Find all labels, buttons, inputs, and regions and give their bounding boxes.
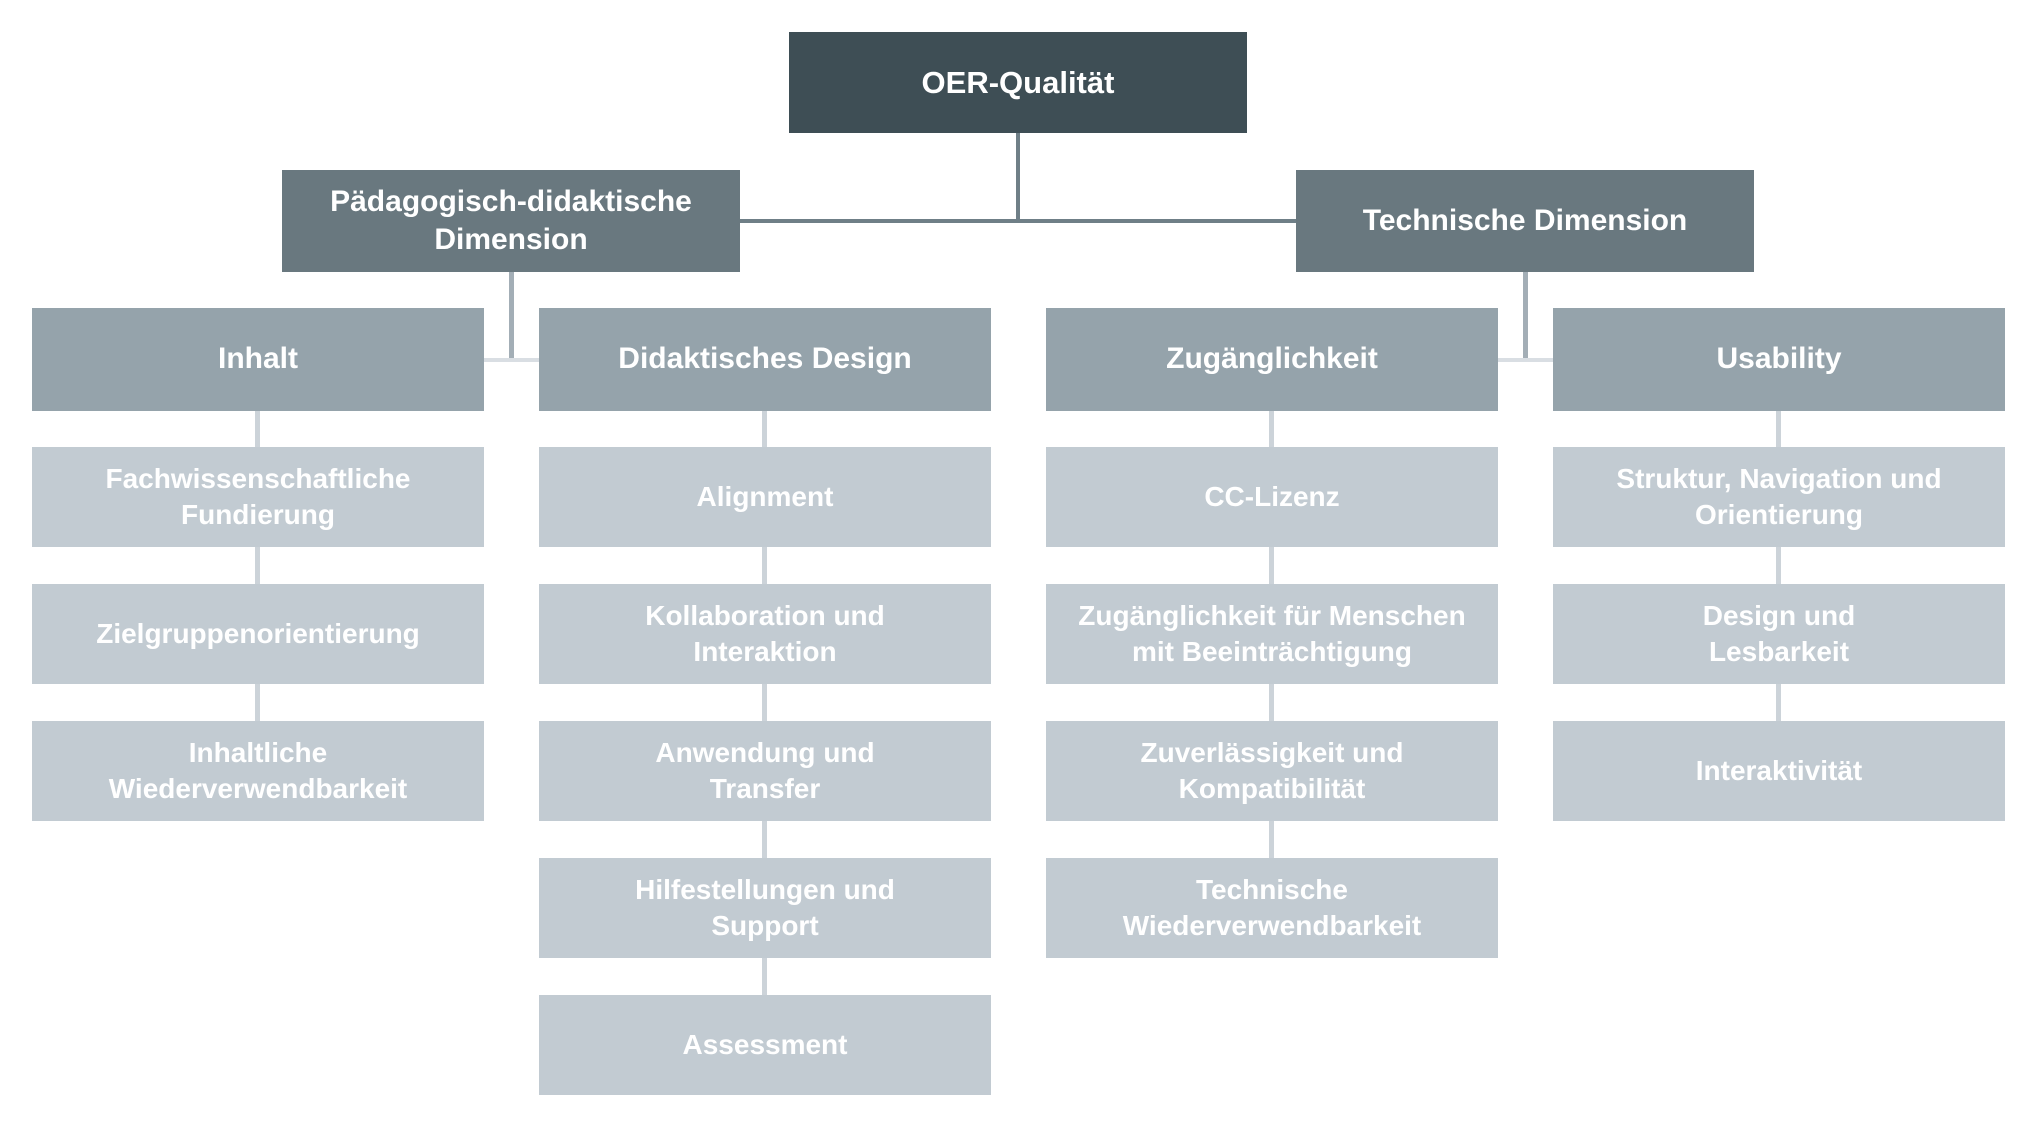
node-kollaboration-und-interaktion: Kollaboration und Interaktion [539, 584, 991, 684]
node-cc-lizenz: CC-Lizenz [1046, 447, 1498, 547]
connector-col1-vertical [255, 411, 260, 447]
node-fachwissenschaftliche-fundierung: Fachwissenschaftliche Fundierung [32, 447, 484, 547]
node-zugaenglichkeit: Zugänglichkeit [1046, 308, 1498, 411]
node-oer-qualitaet: OER-Qualität [789, 32, 1247, 133]
node-anwendung-und-transfer: Anwendung und Transfer [539, 721, 991, 821]
connector-col3-vertical [1269, 684, 1274, 721]
connector-col2-vertical [762, 821, 767, 858]
connector-col4-vertical [1776, 411, 1781, 447]
node-zugaenglichkeit-fuer-menschen: Zugänglichkeit für Menschen mit Beeinträ… [1046, 584, 1498, 684]
connector-col4-vertical [1776, 547, 1781, 584]
node-assessment: Assessment [539, 995, 991, 1095]
node-technische-dimension: Technische Dimension [1296, 170, 1754, 272]
node-didaktisches-design: Didaktisches Design [539, 308, 991, 411]
node-inhalt: Inhalt [32, 308, 484, 411]
connector-col1-col2-horizontal [484, 358, 539, 362]
node-technische-wiederverwendbarkeit: Technische Wiederverwendbarkeit [1046, 858, 1498, 958]
node-paedagogisch-didaktische-dimension: Pädagogisch-didaktische Dimension [282, 170, 740, 272]
node-hilfestellungen-und-support: Hilfestellungen und Support [539, 858, 991, 958]
node-interaktivitaet: Interaktivität [1553, 721, 2005, 821]
connector-col2-vertical [762, 684, 767, 721]
connector-col1-vertical [255, 547, 260, 584]
connector-col2-vertical [762, 958, 767, 995]
node-usability: Usability [1553, 308, 2005, 411]
connector-col4-vertical [1776, 684, 1781, 721]
connector-col3-vertical [1269, 411, 1274, 447]
node-inhaltliche-wiederverwendbarkeit: Inhaltliche Wiederverwendbarkeit [32, 721, 484, 821]
connector-col3-vertical [1269, 547, 1274, 584]
node-alignment: Alignment [539, 447, 991, 547]
connector-col1-vertical [255, 684, 260, 721]
node-zielgruppenorientierung: Zielgruppenorientierung [32, 584, 484, 684]
connector-col3-vertical [1269, 821, 1274, 858]
connector-branches-horizontal [740, 219, 1296, 223]
connector-technische-vertical [1523, 272, 1528, 362]
node-zuverlaessigkeit-und-kompatibilitaet: Zuverlässigkeit und Kompatibilität [1046, 721, 1498, 821]
connector-col2-vertical [762, 411, 767, 447]
connector-paedagogisch-vertical [509, 272, 514, 362]
connector-root-vertical [1016, 133, 1020, 221]
connector-col3-col4-horizontal [1498, 358, 1553, 362]
node-struktur-navigation-orientierung: Struktur, Navigation und Orientierung [1553, 447, 2005, 547]
connector-col2-vertical [762, 547, 767, 584]
node-design-und-lesbarkeit: Design und Lesbarkeit [1553, 584, 2005, 684]
